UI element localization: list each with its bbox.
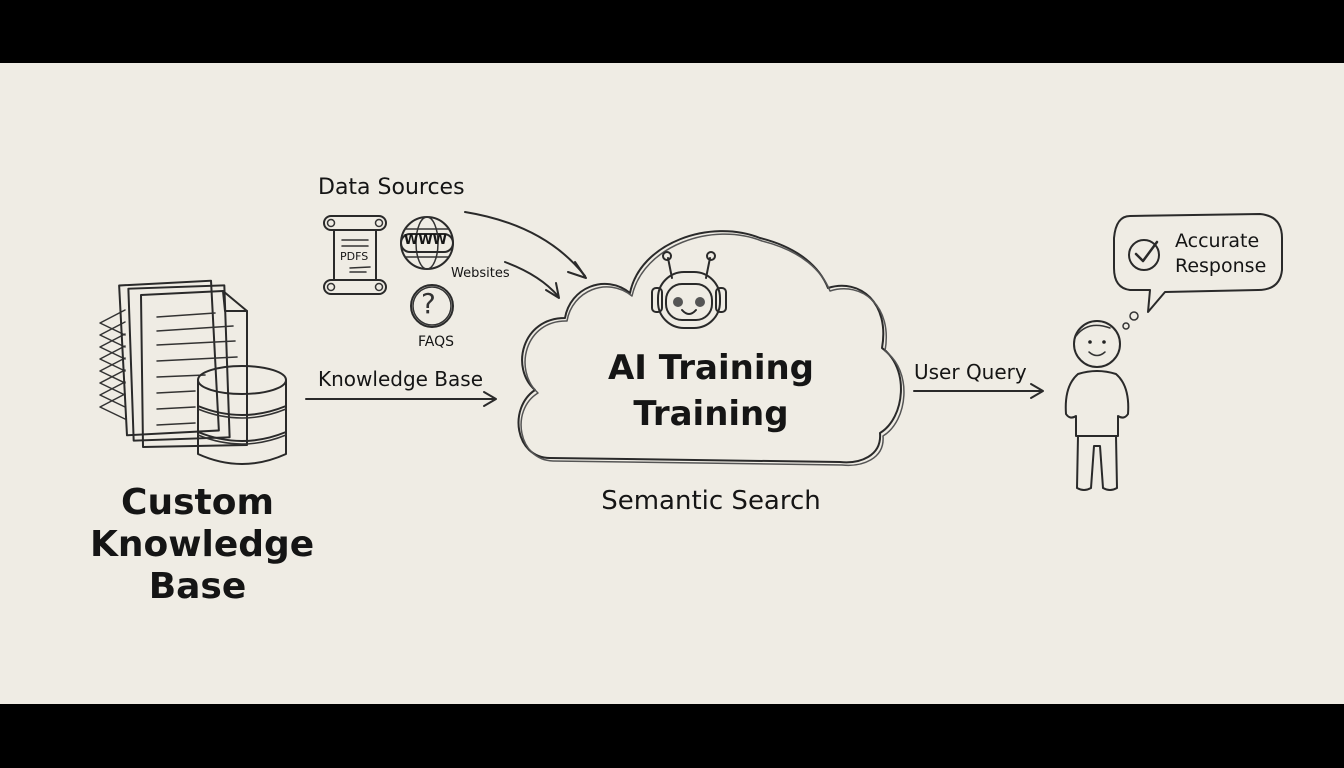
bubble-line-1: Accurate [1175, 230, 1260, 252]
title-line-2: Knowledge [90, 524, 315, 565]
faqs-label: FAQS [418, 334, 455, 350]
user-query-arrow-label: User Query [914, 360, 1027, 384]
pdfs-label: PDFS [340, 250, 369, 263]
custom-knowledge-base-title: Custom Knowledge Base [90, 482, 315, 608]
user-person-icon [1064, 320, 1130, 491]
documents-stack-icon [99, 279, 248, 448]
thought-bubble [1113, 213, 1283, 330]
pdf-scroll-icon [323, 215, 387, 295]
cloud-shape [517, 230, 905, 467]
bubble-line-2: Response [1175, 255, 1267, 277]
database-icon [197, 365, 287, 465]
semantic-search-caption: Semantic Search [601, 486, 821, 516]
check-circle-icon [1128, 239, 1160, 271]
title-line-1: Custom [121, 482, 274, 523]
knowledge-base-arrow-label: Knowledge Base [318, 367, 483, 391]
ai-training-line-1: AI Training [607, 348, 815, 388]
globe-www-icon [400, 216, 454, 270]
websites-label: Websites [451, 266, 510, 281]
title-line-3: Base [148, 566, 247, 607]
faq-question-icon [410, 284, 454, 328]
www-label: WWW [404, 233, 448, 248]
faq-question-glyph: ? [421, 287, 436, 320]
robot-icon [651, 251, 727, 329]
ai-training-title: AI Training Training [560, 345, 862, 437]
data-sources-heading: Data Sources [318, 175, 465, 200]
ai-training-line-2: Training [633, 394, 789, 434]
diagram-canvas [0, 63, 1344, 704]
accurate-response-text: Accurate Response [1175, 229, 1266, 279]
